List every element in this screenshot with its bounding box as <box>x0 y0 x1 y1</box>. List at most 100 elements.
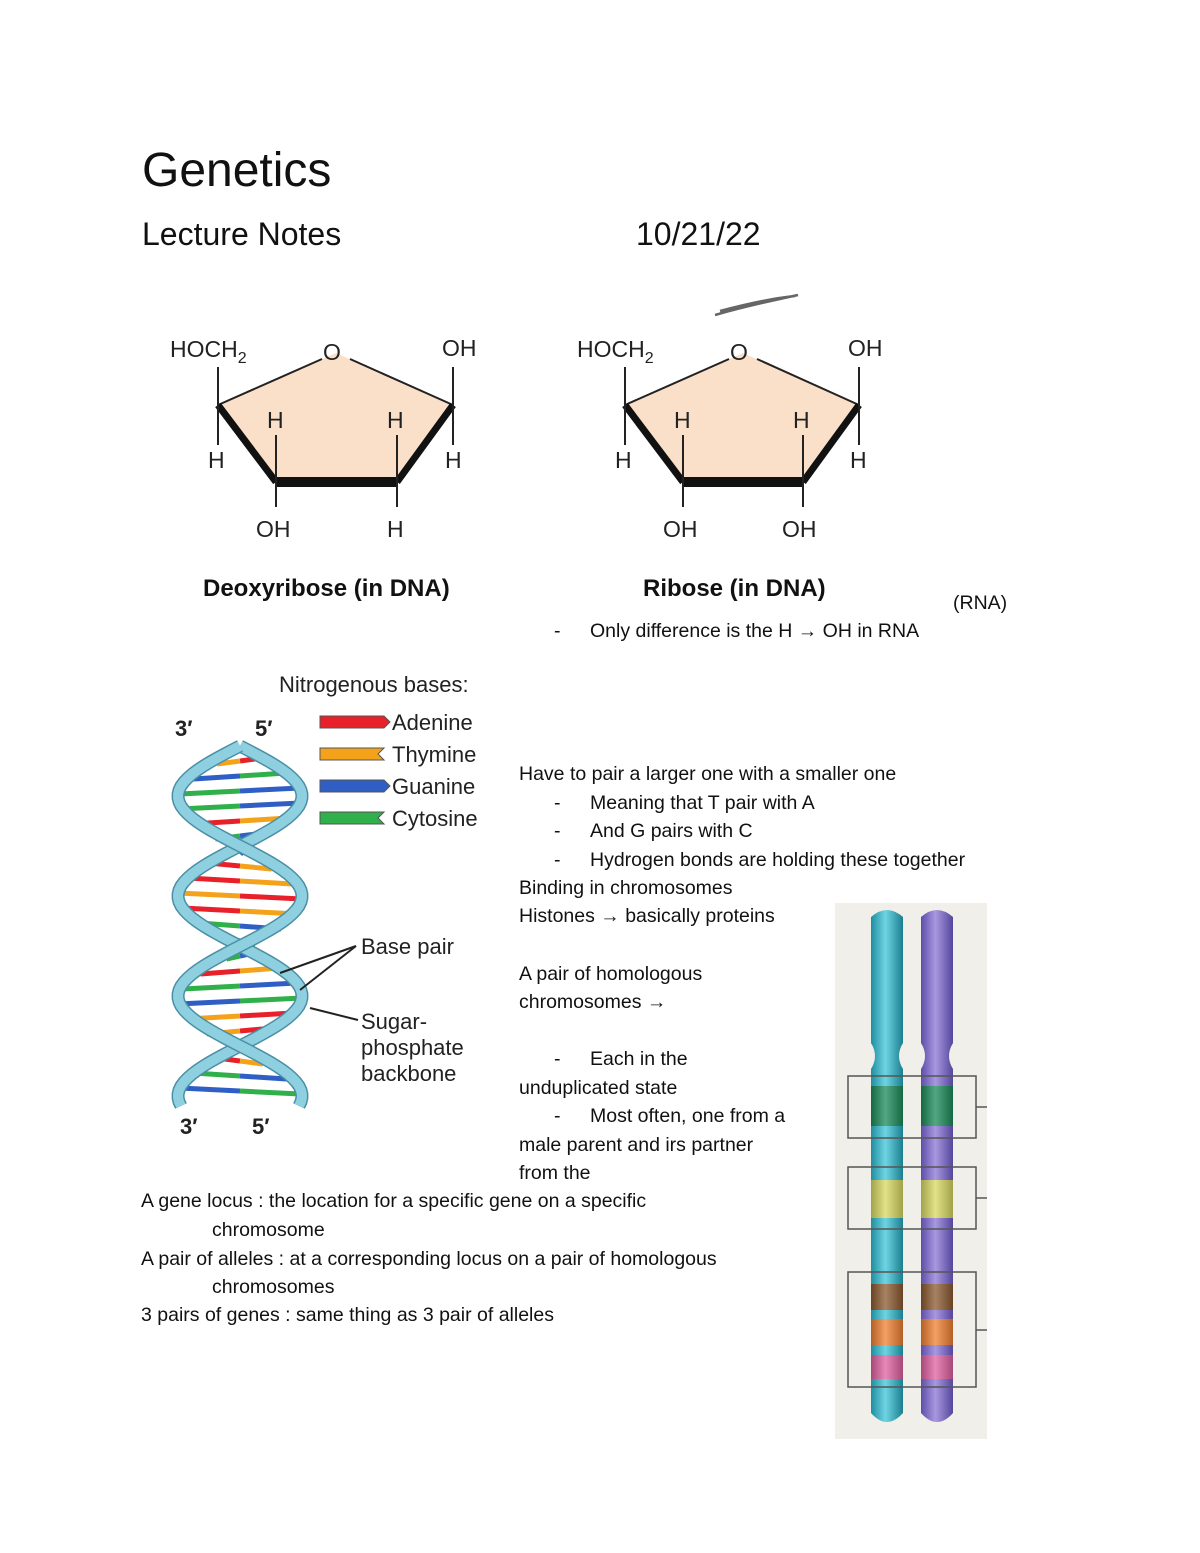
ribose-hoch2-label: HOCH2 <box>577 336 654 367</box>
base-rung <box>239 893 302 902</box>
ribose-c1-oh: OH <box>848 335 883 361</box>
base-rung <box>239 995 302 1004</box>
base-rung <box>200 968 241 977</box>
deoxyribose-structure: HOCH2 O OH H H H H OH H Deoxyribose (in … <box>170 335 477 602</box>
base-rung <box>239 878 293 887</box>
chromosome-left-body <box>871 910 903 1422</box>
deoxy-c3-h-top: H <box>267 407 284 433</box>
base-rung <box>239 800 301 809</box>
homologous-chromosomes-figure <box>835 903 987 1439</box>
legend-title: Nitrogenous bases: <box>279 672 469 697</box>
ribose-structure: HOCH2 O OH H H H H OH OH Ribose (in DNA) <box>577 335 883 602</box>
deoxy-c2-h: H <box>387 516 404 542</box>
adenine-swatch <box>319 715 391 729</box>
backbone-pointer <box>309 1007 359 1021</box>
difference-note: Only difference is the H → OH in RNA <box>590 620 920 642</box>
deoxy-ring-oxygen: O <box>323 339 341 365</box>
backbone-label-line2: phosphate <box>361 1035 464 1060</box>
ribose-ring <box>625 353 859 482</box>
chromosome-band-shading <box>921 1086 953 1126</box>
ribose-c3-h-top: H <box>674 407 691 433</box>
chromosome-band-shading <box>871 1180 903 1218</box>
strand-bottom-3-prime: 3′ <box>180 1114 198 1139</box>
bullet-dash: - <box>554 792 561 814</box>
base-pair-pointer-1 <box>279 945 357 974</box>
base-rung <box>239 1073 287 1082</box>
deoxyribose-ring <box>218 353 453 482</box>
base-legend: Adenine Thymine Guanine Cytosine <box>319 710 478 831</box>
strand-top-5-prime: 5′ <box>255 716 273 741</box>
legend-guanine: Guanine <box>319 774 475 799</box>
homologous-note-line1: A pair of homologous <box>519 963 703 985</box>
gene-pairs-note: 3 pairs of genes : same thing as 3 pair … <box>141 1304 554 1326</box>
chromosome-band-shading <box>871 1086 903 1126</box>
bullet-text: Hydrogen bonds are holding these togethe… <box>590 849 966 871</box>
ribose-c2-oh: OH <box>782 516 817 542</box>
guanine-label: Guanine <box>392 774 475 799</box>
helix <box>171 740 309 1109</box>
base-rung <box>179 788 241 797</box>
base-rung <box>179 1085 241 1094</box>
pairing-note: Have to pair a larger one with a smaller… <box>519 763 897 785</box>
base-rung <box>239 1088 301 1097</box>
legend-cytosine: Cytosine <box>319 806 478 831</box>
sugar-structures-figure: HOCH2 O OH H H H H OH H Deoxyribose (in … <box>170 293 883 602</box>
cytosine-swatch <box>319 811 386 825</box>
chromosome-left <box>871 910 903 1422</box>
thymine-swatch <box>319 747 386 761</box>
chromosome-panel-background <box>835 903 987 1439</box>
base-rung <box>239 1058 264 1067</box>
legend-adenine: Adenine <box>319 710 473 735</box>
adenine-label: Adenine <box>392 710 473 735</box>
backbone-label-line3: backbone <box>361 1061 456 1086</box>
rna-correction-note: (RNA) <box>953 592 1008 614</box>
chromosome-right <box>921 910 953 1422</box>
gene-locus-definition: A gene locus : the location for a specif… <box>141 1190 647 1212</box>
chromosome-band-shading <box>871 1355 903 1379</box>
homologous-note-line2: chromosomes → <box>519 991 667 1013</box>
strike-through-mark <box>714 293 799 317</box>
base-rung <box>239 785 301 794</box>
most-note-line2: male parent and irs partner <box>519 1134 754 1156</box>
alleles-definition: A pair of alleles : at a corresponding l… <box>141 1248 717 1270</box>
chromosome-band-shading <box>871 1319 903 1345</box>
bullet-text: Each in the <box>590 1048 688 1070</box>
bullet-dash: - <box>554 849 561 871</box>
ribose-c4-h: H <box>615 447 632 473</box>
chromosome-band-shading <box>871 1284 903 1310</box>
deoxy-c2-h-top: H <box>387 407 404 433</box>
legend-thymine: Thymine <box>319 742 476 767</box>
deoxy-c3-oh: OH <box>256 516 291 542</box>
base-pair-pointer-2 <box>299 945 357 991</box>
base-rung <box>178 890 241 899</box>
ribose-c1-h: H <box>850 447 867 473</box>
ribose-ring-oxygen: O <box>730 339 748 365</box>
strand-bottom-5-prime: 5′ <box>252 1114 270 1139</box>
base-pair-label: Base pair <box>361 934 454 959</box>
deoxy-c1-h: H <box>445 447 462 473</box>
bullet-text: Meaning that T pair with A <box>590 792 815 814</box>
strand-top-3-prime: 3′ <box>175 716 193 741</box>
cytosine-label: Cytosine <box>392 806 478 831</box>
dna-double-helix-figure: Nitrogenous bases: Adenine Thymine Guani… <box>171 672 478 1139</box>
deoxy-c1-oh: OH <box>442 335 477 361</box>
page-title: Genetics <box>142 144 332 197</box>
base-rung <box>193 773 241 782</box>
bullet-text: Most often, one from a <box>590 1105 786 1127</box>
most-note-line3: from the <box>519 1162 591 1184</box>
chromosome-right-body <box>921 910 953 1422</box>
chromosome-band-shading <box>921 1284 953 1310</box>
each-note-line2: unduplicated state <box>519 1077 678 1099</box>
bullet-dash: - <box>554 1105 561 1127</box>
bullet-text: And G pairs with C <box>590 820 753 842</box>
thymine-label: Thymine <box>392 742 476 767</box>
chromosome-band-shading <box>921 1355 953 1379</box>
base-rung <box>239 980 298 989</box>
chromosome-band-shading <box>921 1319 953 1345</box>
base-rung <box>178 998 241 1007</box>
deoxy-c4-h: H <box>208 447 225 473</box>
deoxyribose-label: Deoxyribose (in DNA) <box>203 575 450 602</box>
chromosome-band-shading <box>921 1180 953 1218</box>
sugar-phosphate-backbone-right <box>173 741 307 1109</box>
ribose-c2-h-top: H <box>793 407 810 433</box>
